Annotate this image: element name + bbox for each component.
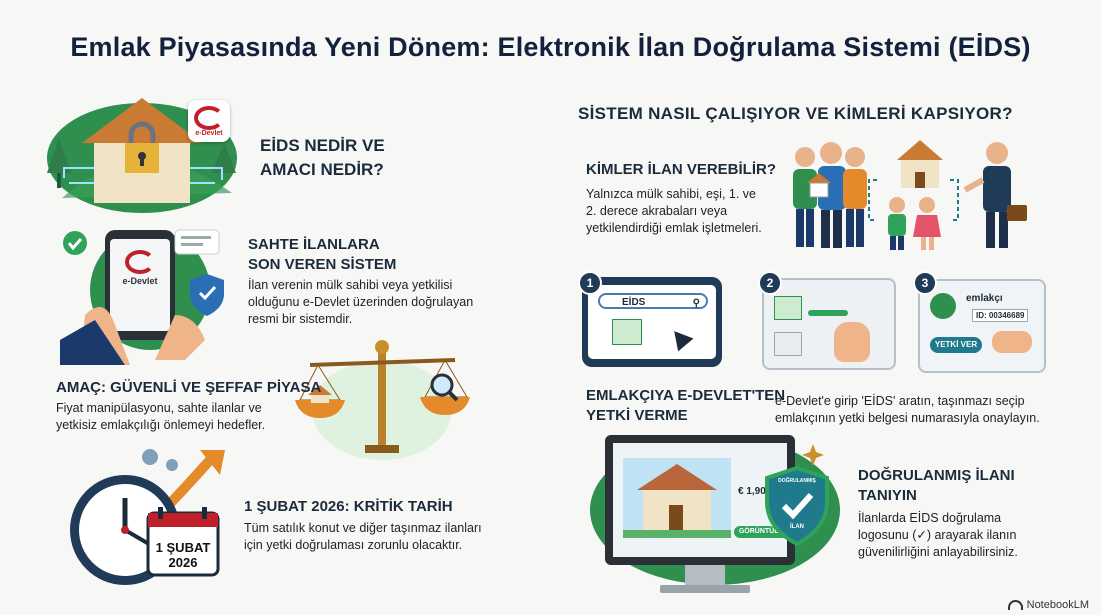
grant-body-line-2: emlakçının yetki belgesi numarasıyla ona… <box>775 411 1040 425</box>
section-title: SİSTEM NASIL ÇALIŞIYOR VE KİMLERİ KAPSIY… <box>578 104 1013 123</box>
grant-heading-line-1: EMLAKÇIYA E-DEVLET'TEN <box>586 387 786 404</box>
what-heading: EİDS NEDİR VE AMACI NEDİR? <box>260 134 385 182</box>
step-1-search-text: EİDS <box>622 297 646 308</box>
grant-heading-line-2: YETKİ VERME <box>586 407 688 424</box>
who-body-line-3: yetkilendirdiği emlak işletmeleri. <box>586 221 762 235</box>
grant-heading: EMLAKÇIYA E-DEVLET'TEN YETKİ VERME <box>586 386 785 426</box>
fake-heading: SAHTE İLANLARA SON VEREN SİSTEM <box>248 235 473 275</box>
house-thumb-icon <box>612 319 642 345</box>
who-body-line-2: 2. derece akrabaları veya <box>586 204 728 218</box>
notebooklm-badge: NotebookLM <box>1007 599 1089 611</box>
verified-body-line-2: logosunu (✓) arayarak ilanın <box>858 528 1017 542</box>
page-title: Emlak Piyasasında Yeni Dönem: Elektronik… <box>70 32 1031 62</box>
who-block: KİMLER İLAN VEREBİLİR? Yalnızca mülk sah… <box>586 160 776 237</box>
notebooklm-label: NotebookLM <box>1026 599 1089 611</box>
who-heading: KİMLER İLAN VEREBİLİR? <box>586 161 776 178</box>
shield-check-icon <box>765 465 829 547</box>
verified-body-line-3: güvenilirliğini anlayabilirsiniz. <box>858 545 1018 559</box>
goal-body-line-2: yetkisiz emlakçılığı önlemeyi hedefler. <box>56 418 266 432</box>
grant-body: e-Devlet'e girip 'EİDS' aratın, taşınmaz… <box>775 393 1040 427</box>
fake-body: İlan verenin mülk sahibi veya yetkilisi … <box>248 277 473 328</box>
verified-shield: DOĞRULANMIŞ İLAN <box>764 465 830 547</box>
verified-body-line-1: İlanlarda EİDS doğrulama <box>858 511 1002 525</box>
goal-block: AMAÇ: GÜVENLİ VE ŞEFFAF PİYASA Fiyat man… <box>56 378 321 434</box>
edevlet-logo-text: e-Devlet <box>195 130 223 137</box>
agent-label: emlakçı <box>966 293 1003 304</box>
fake-body-line-1: İlan verenin mülk sahibi veya yetkilisi <box>248 278 453 292</box>
fake-heading-line-1: SAHTE İLANLARA <box>248 236 380 253</box>
view-listing-button[interactable]: GÖRÜNTÜLE <box>734 526 788 538</box>
edevlet-logo-mark-icon <box>194 106 224 130</box>
search-icon: ⚲ <box>692 298 700 309</box>
date-body-line-2: için yetki doğrulaması zorunlu olacaktır… <box>244 538 463 552</box>
date-block: 1 ŞUBAT 2026: KRİTİK TARİH Tüm satılık k… <box>244 497 482 554</box>
step-3-number: 3 <box>913 271 937 295</box>
date-body-line-1: Tüm satılık konut ve diğer taşınmaz ilan… <box>244 521 482 535</box>
step-1-search-field[interactable]: EİDS ⚲ <box>598 293 708 309</box>
grant-body-line-1: e-Devlet'e girip 'EİDS' aratın, taşınmaz… <box>775 394 1025 408</box>
step-2-card <box>762 278 896 370</box>
fake-body-line-3: resmi bir sistemdir. <box>248 312 353 326</box>
listing-price: € 1,900 <box>738 486 772 497</box>
shield-bottom-text: İLAN <box>790 524 804 530</box>
verified-heading-line-1: DOĞRULANMIŞ İLANI <box>858 467 1015 484</box>
verified-heading-line-2: TANIYIN <box>858 487 917 504</box>
phone-logo-text: e-Devlet <box>122 276 158 286</box>
goal-body-line-1: Fiyat manipülasyonu, sahte ilanlar ve <box>56 401 262 415</box>
phone-hand-icon <box>60 229 224 365</box>
step-2-row-2 <box>774 332 802 356</box>
step-2-number: 2 <box>758 271 782 295</box>
calendar-year: 2026 <box>168 555 198 570</box>
shield-top-text: DOĞRULANMIŞ <box>778 478 816 484</box>
calendar-date: 1 ŞUBAT 2026 <box>150 540 216 570</box>
fake-body-line-2: olduğunu e-Devlet üzerinden doğrulayan <box>248 295 474 309</box>
edevlet-logo: e-Devlet <box>188 100 230 142</box>
handshake-icon <box>992 331 1032 353</box>
agent-avatar <box>930 293 956 319</box>
step-2-row-1 <box>774 296 802 320</box>
fake-heading-line-2: SON VEREN SİSTEM <box>248 256 397 273</box>
step-2-highlight <box>808 310 848 316</box>
date-heading: 1 ŞUBAT 2026: KRİTİK TARİH <box>244 498 453 515</box>
scales-icon <box>295 340 470 460</box>
agent-id: ID: 00346689 <box>972 309 1029 322</box>
step-3-card: emlakçı ID: 00346689 YETKİ VER <box>918 279 1046 373</box>
who-body-line-1: Yalnızca mülk sahibi, eşi, 1. ve <box>586 187 756 201</box>
monitor-listing-icon <box>590 435 840 593</box>
pointing-hand-icon <box>834 322 870 362</box>
calendar-day: 1 ŞUBAT <box>155 540 211 555</box>
who-body: Yalnızca mülk sahibi, eşi, 1. ve 2. dere… <box>586 186 776 237</box>
goal-heading: AMAÇ: GÜVENLİ VE ŞEFFAF PİYASA <box>56 379 322 396</box>
phone-screen: e-Devlet <box>112 250 168 286</box>
phone-logo-mark-icon <box>125 250 155 274</box>
fake-block: SAHTE İLANLARA SON VEREN SİSTEM İlan ver… <box>248 235 473 328</box>
step-1-number: 1 <box>578 271 602 295</box>
verified-block: DOĞRULANMIŞ İLANI TANIYIN İlanlarda EİDS… <box>858 466 1018 561</box>
clock-calendar-icon <box>70 449 225 585</box>
goal-body: Fiyat manipülasyonu, sahte ilanlar ve ye… <box>56 400 321 434</box>
what-heading-line-2: AMACI NEDİR? <box>260 160 384 179</box>
family-agent-icon <box>793 140 1027 250</box>
verified-body: İlanlarda EİDS doğrulama logosunu (✓) ar… <box>858 510 1018 561</box>
what-heading-line-1: EİDS NEDİR VE <box>260 136 385 155</box>
step-1-card: EİDS ⚲ <box>582 277 722 367</box>
date-body: Tüm satılık konut ve diğer taşınmaz ilan… <box>244 520 482 554</box>
verified-heading: DOĞRULANMIŞ İLANI TANIYIN <box>858 466 1018 506</box>
notebooklm-icon <box>1007 600 1023 610</box>
grant-button[interactable]: YETKİ VER <box>930 337 982 353</box>
